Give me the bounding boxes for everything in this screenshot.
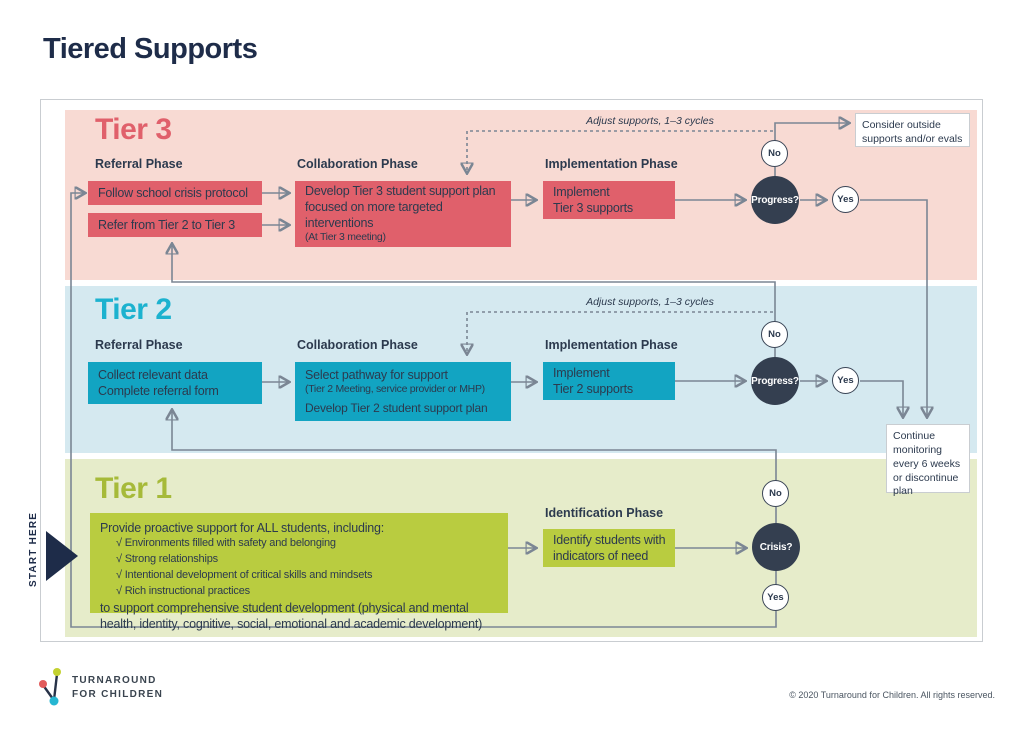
tier1-bullet-2: √ Strong relationships — [116, 552, 218, 565]
arrow-t2-no-up-to-tier3-referral — [172, 245, 776, 321]
turnaround-logo-icon — [39, 668, 61, 706]
tier1-main-intro: Provide proactive support for ALL studen… — [100, 521, 385, 535]
start-here-arrow-icon — [46, 531, 78, 581]
tier3-referral-box-2-text: Refer from Tier 2 to Tier 3 — [98, 218, 236, 232]
tier1-crisis-decision: Crisis? — [752, 523, 800, 571]
arrow-t1-no-up-to-tier2-referral — [172, 411, 777, 481]
tier2-referral-line1: Collect relevant data — [98, 368, 208, 382]
tier3-collaboration-phase-label: Collaboration Phase — [297, 157, 418, 171]
tier3-outcome-box: Consider outside supports and/or evals — [855, 113, 970, 147]
tier2-outcome-box: Continue monitoring every 6 weeks or dis… — [886, 424, 970, 497]
tier1-bullet-1: √ Environments filled with safety and be… — [116, 537, 336, 549]
tier3-yes-circle: Yes — [832, 186, 859, 213]
tier2-collaboration-line2: Develop Tier 2 student support plan — [305, 401, 488, 416]
tier2-adjust-label: Adjust supports, 1–3 cycles — [586, 296, 714, 308]
tier2-referral-line2: Complete referral form — [98, 384, 219, 398]
tier2-collaboration-box: Select pathway for support (Tier 2 Meeti… — [295, 362, 511, 421]
arrow-t1-yes-loop-to-tier3 — [70, 193, 777, 628]
tier1-identify-line2: indicators of need — [553, 549, 649, 563]
logo-line2: FOR CHILDREN — [72, 689, 164, 700]
tier2-progress-decision: Progress? — [751, 357, 799, 405]
tier2-implementation-line1: Implement — [553, 366, 610, 380]
tier3-adjust-label: Adjust supports, 1–3 cycles — [586, 115, 714, 127]
tier3-progress-decision: Progress? — [751, 176, 799, 224]
tier3-implementation-line1: Implement — [553, 185, 610, 199]
tier1-bullet-3: √ Intentional development of critical sk… — [116, 568, 373, 581]
tier1-yes-circle: Yes — [762, 584, 789, 611]
tier1-heading: Tier 1 — [95, 472, 172, 505]
tier3-referral-phase-label: Referral Phase — [95, 157, 183, 171]
tier2-referral-box: Collect relevant data Complete referral … — [88, 362, 262, 404]
line-t2-yes-down-to-continue — [860, 380, 903, 416]
tier2-no-circle: No — [761, 321, 788, 348]
tier3-collaboration-note-text: (At Tier 3 meeting) — [305, 231, 386, 244]
tier2-collaboration-line1: Select pathway for support — [305, 367, 448, 382]
tier2-collaboration-phase-label: Collaboration Phase — [297, 338, 418, 352]
tier3-implementation-phase-label: Implementation Phase — [545, 157, 678, 171]
tier2-implementation-line2: Tier 2 supports — [553, 382, 633, 396]
tier1-main-box: Provide proactive support for ALL studen… — [90, 513, 508, 631]
dashed-t2-adjust-loop — [467, 311, 773, 353]
tier1-identify-line1: Identify students with — [553, 533, 666, 547]
page-title: Tiered Supports — [43, 33, 258, 65]
tier3-collaboration-box: Develop Tier 3 student support plan focu… — [295, 181, 511, 247]
tier2-implementation-box: Implement Tier 2 supports — [543, 362, 675, 400]
tier1-identification-phase-label: Identification Phase — [545, 506, 664, 520]
tier3-referral-box-1: Follow school crisis protocol — [88, 181, 262, 205]
arrow-t3-no-to-outside — [774, 123, 848, 141]
tier3-referral-box-1-text: Follow school crisis protocol — [98, 186, 248, 200]
tier3-implementation-line2: Tier 3 supports — [553, 201, 633, 215]
line-t3-yes-down-to-continue — [860, 199, 927, 416]
tier2-referral-phase-label: Referral Phase — [95, 338, 183, 352]
tier2-heading: Tier 2 — [95, 293, 172, 326]
tier2-implementation-phase-label: Implementation Phase — [545, 338, 678, 352]
start-here-label: START HERE — [28, 511, 39, 587]
tier3-implementation-box: Implement Tier 3 supports — [543, 181, 675, 219]
logo-line1: TURNAROUND — [72, 675, 157, 686]
tier3-referral-box-2: Refer from Tier 2 to Tier 3 — [88, 213, 262, 237]
tier1-main-outro: to support comprehensive student develop… — [100, 600, 483, 631]
dashed-t3-adjust-loop — [467, 130, 773, 172]
copyright-text: © 2020 Turnaround for Children. All righ… — [789, 690, 995, 700]
tier3-heading: Tier 3 — [95, 113, 172, 146]
tier2-yes-circle: Yes — [832, 367, 859, 394]
tier3-collaboration-main-text: Develop Tier 3 student support plan focu… — [305, 184, 496, 231]
tier1-no-circle: No — [762, 480, 789, 507]
tier3-no-circle: No — [761, 140, 788, 167]
tier1-identify-box: Identify students with indicators of nee… — [543, 529, 675, 567]
tier1-bullet-4: √ Rich instructional practices — [116, 584, 250, 597]
logo-wordmark: TURNAROUND FOR CHILDREN — [72, 674, 163, 702]
tier2-collaboration-note-text: (Tier 2 Meeting, service provider or MHP… — [305, 382, 485, 395]
